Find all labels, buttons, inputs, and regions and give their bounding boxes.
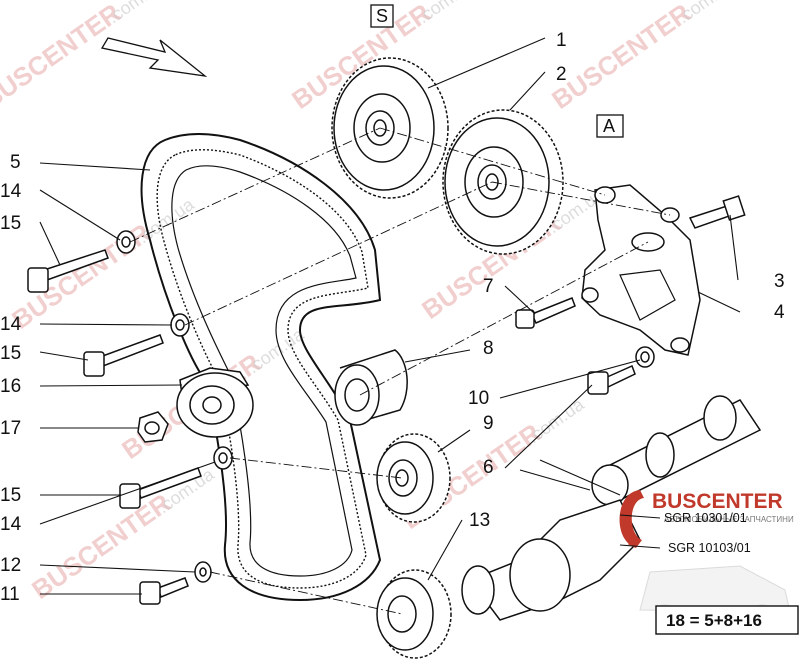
watermark-domain: .com.ua xyxy=(674,0,739,27)
crankshaft-pulley-13 xyxy=(376,569,452,659)
watermark-brand: BUSCENTER xyxy=(546,0,696,115)
callout-3: 3 xyxy=(774,271,785,292)
callouts: 1 2 3 4 5 6 7 8 9 10 11 12 13 14 14 14 1… xyxy=(0,30,785,605)
callout-1: 1 xyxy=(556,30,567,51)
nut-17 xyxy=(137,411,169,443)
svg-text:S: S xyxy=(376,6,388,26)
callout-14-mid: 14 xyxy=(0,314,22,335)
callout-4: 4 xyxy=(774,302,785,323)
callout-13: 13 xyxy=(469,510,490,531)
callout-16: 16 xyxy=(0,376,21,397)
callout-11: 11 xyxy=(0,584,20,605)
bolt-6 xyxy=(587,364,636,395)
callout-8: 8 xyxy=(483,338,494,359)
callout-9: 9 xyxy=(483,413,494,434)
box-a: A xyxy=(596,114,624,138)
callout-10: 10 xyxy=(468,388,489,409)
watermark-domain: .com.ua xyxy=(524,394,589,448)
sgr-references: SGR 10301/01 SGR 10103/01 xyxy=(619,511,751,555)
svg-text:A: A xyxy=(603,116,615,136)
callout-14-top: 14 xyxy=(0,181,22,202)
washer-12 xyxy=(194,561,212,583)
bolt-11 xyxy=(139,577,189,605)
washer-14-top xyxy=(116,230,136,254)
tensioner-16 xyxy=(176,367,254,438)
washer-10 xyxy=(635,346,655,368)
camshaft-pulley-2 xyxy=(442,109,564,255)
leader-lines xyxy=(39,37,741,595)
sgr-ref-2: SGR 10103/01 xyxy=(668,541,751,555)
callout-5: 5 xyxy=(10,152,21,173)
bolt-7 xyxy=(515,297,576,329)
bolt-15-mid xyxy=(83,334,164,377)
callout-17: 17 xyxy=(0,418,21,439)
kit-formula-box: 18 = 5+8+16 xyxy=(655,605,799,635)
logo-name: BUSCENTER xyxy=(652,490,783,513)
callout-15-top: 15 xyxy=(0,213,21,234)
direction-arrow-icon xyxy=(100,37,208,77)
camshaft xyxy=(591,395,762,506)
buscenter-logo-icon: BUSCENTER АВТОМОБИЛЬНЫЕ ЗАПЧАСТИНИ xyxy=(619,490,794,548)
watermark-domain: .com.ua xyxy=(134,194,199,248)
camshaft-pulley-1 xyxy=(331,57,449,199)
pulley-9 xyxy=(376,433,451,523)
callout-14-low: 14 xyxy=(0,514,22,535)
bolt-15-top xyxy=(27,249,109,293)
watermark-domain: .com.ua xyxy=(414,0,479,27)
bolt-3 xyxy=(688,195,746,229)
callout-6: 6 xyxy=(483,457,494,478)
tensioner-bracket xyxy=(581,184,701,356)
callout-2: 2 xyxy=(556,64,567,85)
watermark-domain: .com.ua xyxy=(104,0,169,27)
logo-tagline: АВТОМОБИЛЬНЫЕ ЗАПЧАСТИНИ xyxy=(664,515,794,524)
center-lines xyxy=(129,127,671,615)
callout-12: 12 xyxy=(0,555,21,576)
box-s: S xyxy=(370,4,394,28)
washer-14-mid xyxy=(170,313,190,337)
callout-15-mid: 15 xyxy=(0,343,21,364)
idler-pulley-8 xyxy=(334,349,408,426)
kit-formula: 18 = 5+8+16 xyxy=(666,611,762,630)
callout-7: 7 xyxy=(483,276,494,297)
callout-15-low: 15 xyxy=(0,485,21,506)
crankshaft xyxy=(461,499,641,621)
washer-14-low xyxy=(213,446,233,470)
sgr-ref-1: SGR 10301/01 xyxy=(664,511,747,525)
